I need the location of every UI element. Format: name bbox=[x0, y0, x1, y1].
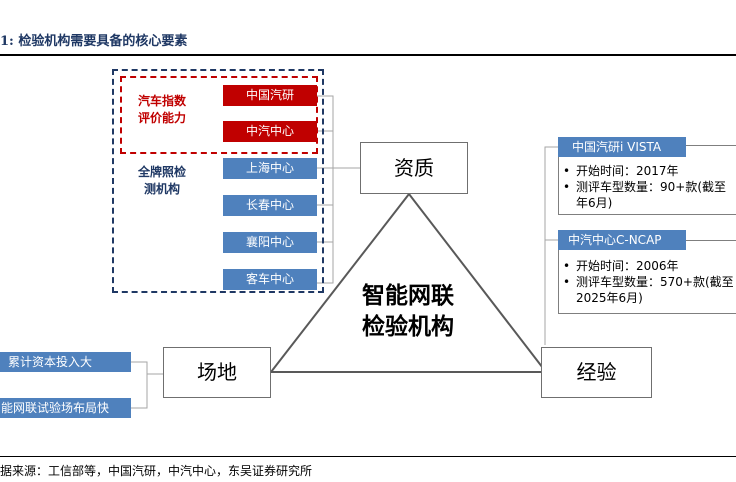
center-triangle bbox=[268, 192, 549, 373]
bottom-rule bbox=[0, 456, 736, 457]
qualification-node: 资质 bbox=[360, 142, 468, 194]
item-xiangyang-center: 襄阳中心 bbox=[223, 232, 317, 253]
experience-bracket bbox=[544, 146, 558, 345]
site-item-test-field: 能网联试验场布局快 bbox=[0, 398, 131, 418]
item-changchun-center: 长春中心 bbox=[223, 195, 317, 216]
index-capability-label: 汽车指数 评价能力 bbox=[138, 94, 187, 125]
item-shanghai-center: 上海中心 bbox=[223, 158, 317, 179]
site-item-capital: 累计资本投入大 bbox=[0, 352, 131, 372]
item-caeri: 中国汽研 bbox=[223, 85, 317, 106]
center-label: 智能网联 检验机构 bbox=[362, 283, 454, 340]
qualification-bracket bbox=[317, 95, 334, 284]
full-license-label: 全牌照检 测机构 bbox=[138, 165, 187, 196]
full-license-group-frame bbox=[112, 69, 324, 293]
item-bus-center: 客车中心 bbox=[223, 269, 317, 290]
site-node: 场地 bbox=[163, 347, 271, 398]
index-capability-group-frame bbox=[120, 76, 318, 154]
panel-header-caeri: 中国汽研i VISTA bbox=[558, 137, 686, 157]
source-note: 据来源：工信部等，中国汽研，中汽中心，东吴证券研究所 bbox=[0, 464, 313, 478]
site-bracket bbox=[131, 361, 148, 409]
panel-body-caeri: 开始时间：2017年 测评车型数量：90+款(截至 年6月) bbox=[563, 163, 726, 211]
top-rule bbox=[0, 54, 736, 56]
experience-node: 经验 bbox=[541, 347, 652, 398]
panel-body-catarc: 开始时间：2006年 测评车型数量：570+款(截至 2025年6月) bbox=[563, 258, 734, 306]
item-catarc: 中汽中心 bbox=[223, 121, 317, 142]
figure-title: 1: 检验机构需要具备的核心要素 bbox=[0, 34, 188, 49]
panel-header-catarc: 中汽中心C-NCAP bbox=[558, 230, 686, 250]
